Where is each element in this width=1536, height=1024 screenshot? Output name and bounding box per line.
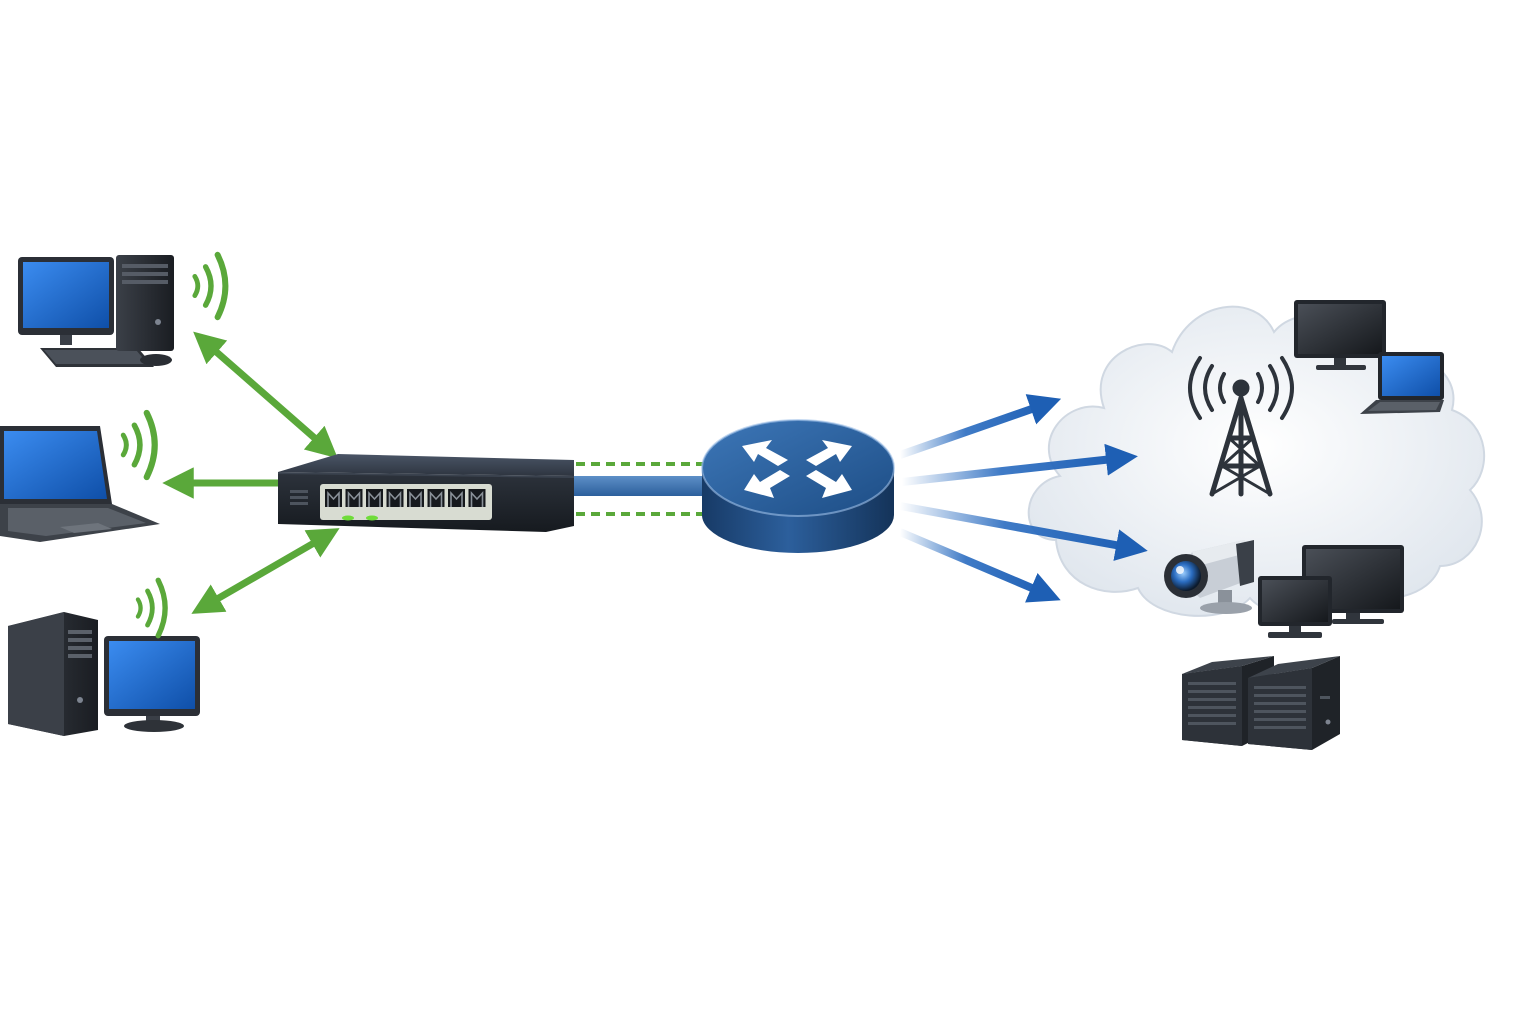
link-router-to-cloud-1 xyxy=(898,394,1062,459)
link-desktop-bottom-to-switch xyxy=(191,528,340,614)
switch-ports xyxy=(325,489,486,507)
link-desktop-top-to-switch xyxy=(193,331,338,459)
switch-port-pins xyxy=(470,490,484,507)
cloud-links xyxy=(898,394,1148,603)
switch-port-pins xyxy=(327,490,340,507)
network-switch-icon xyxy=(278,454,574,532)
router-arrows xyxy=(742,440,852,498)
desktop-computer-icon xyxy=(8,612,200,736)
status-led xyxy=(366,515,378,521)
switch-port-pins xyxy=(388,490,402,507)
switch-port-pins xyxy=(429,490,443,507)
router-icon xyxy=(701,419,895,553)
switch-port-pins xyxy=(368,490,381,507)
monitor-icon xyxy=(1258,576,1332,638)
wifi-signal-icon xyxy=(123,413,154,477)
link-router-to-cloud-4 xyxy=(898,528,1061,603)
wifi-signal-icon xyxy=(195,255,226,317)
wifi-signal-icon xyxy=(138,580,165,635)
cell-tower-icon xyxy=(1188,356,1294,497)
link-router-to-cloud-3 xyxy=(899,502,1148,561)
switch-port-pins xyxy=(347,490,361,507)
monitor-icon xyxy=(1294,300,1386,370)
laptop-icon xyxy=(1360,352,1444,414)
status-led xyxy=(342,515,354,521)
security-camera-icon xyxy=(1164,540,1254,614)
trunk-cable xyxy=(572,476,722,496)
switch-port-pins xyxy=(409,490,422,507)
trunk-link xyxy=(572,462,722,516)
wireless-links xyxy=(162,331,340,614)
desktop-computer-icon xyxy=(18,255,174,367)
server-rack-icon xyxy=(1182,656,1340,750)
switch-port-pins xyxy=(450,490,463,507)
laptop-icon xyxy=(0,426,160,542)
link-router-to-cloud-2 xyxy=(901,443,1138,486)
